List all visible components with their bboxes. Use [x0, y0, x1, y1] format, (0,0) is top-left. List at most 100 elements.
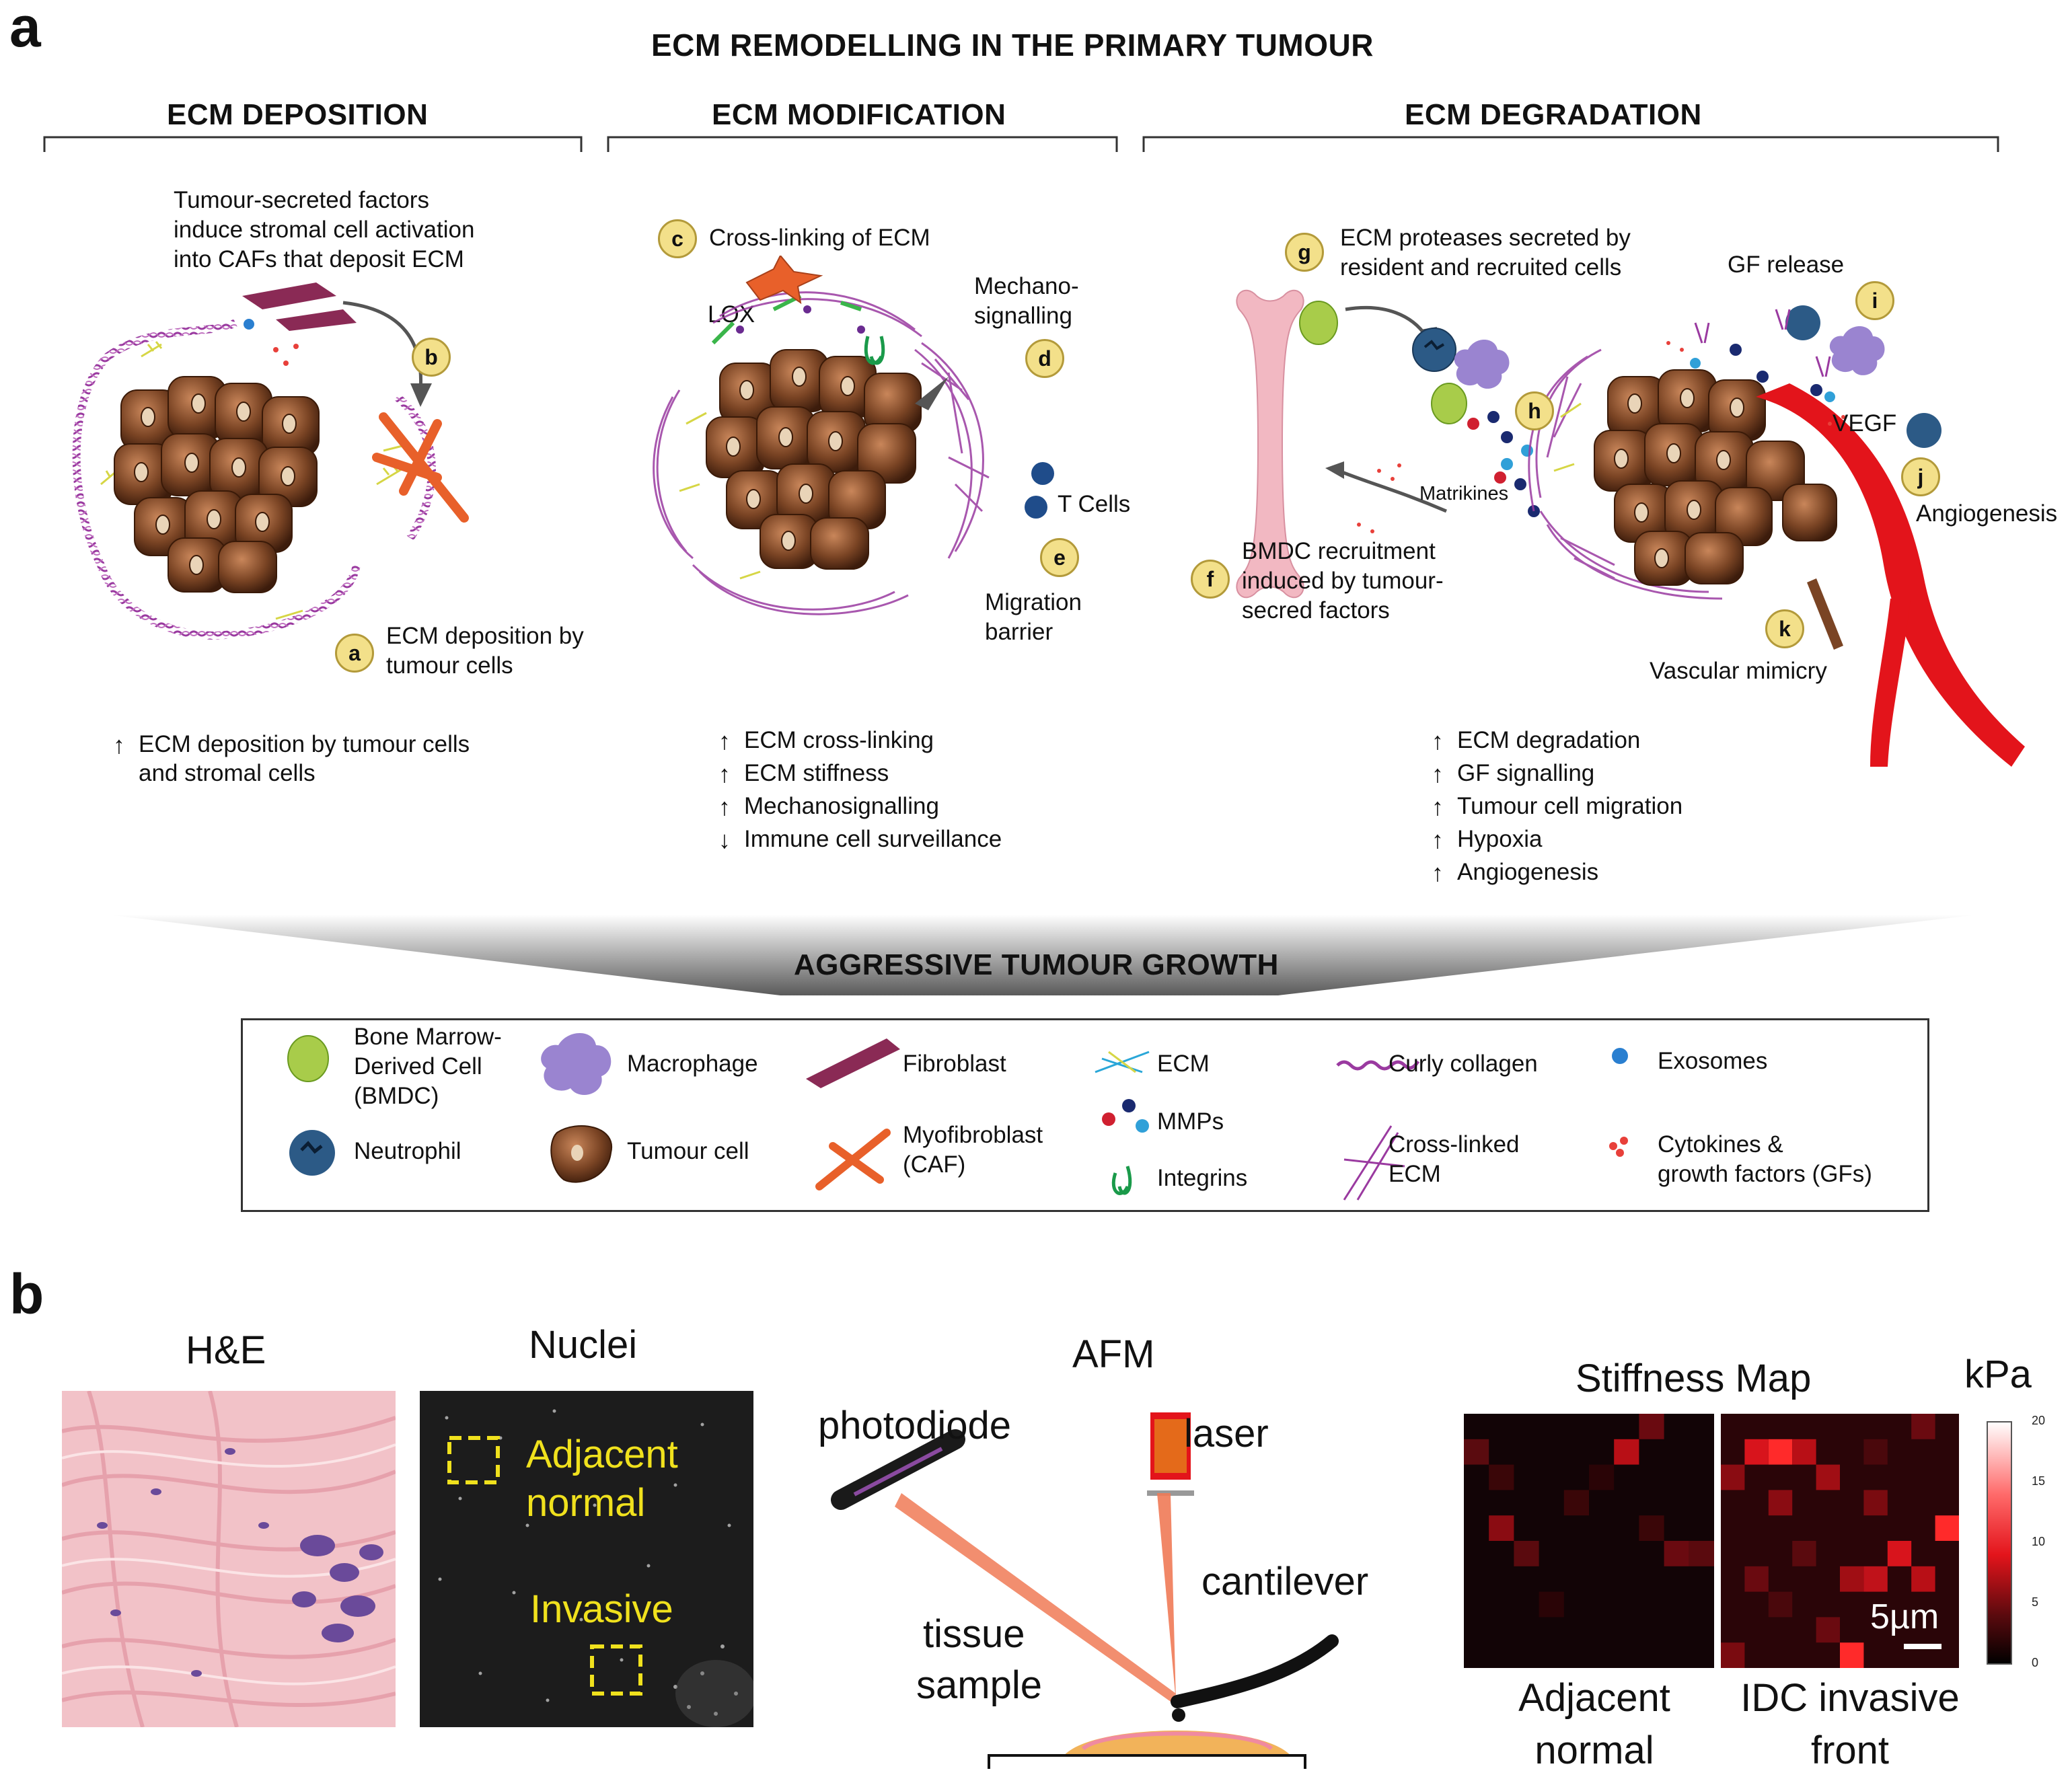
t-cells-label: T Cells	[1058, 491, 1131, 517]
growth-banner-shape	[108, 915, 1978, 995]
legend-item: Neutrophil	[354, 1138, 461, 1164]
page-title: ECM REMODELLING IN THE PRIMARY TUMOUR	[651, 28, 1374, 63]
tumour-cell-icon	[550, 1125, 613, 1183]
effect-item: ↑ECM degradation	[1432, 724, 1682, 757]
he-title: H&E	[186, 1328, 266, 1372]
up-arrow-icon: ↑	[718, 793, 731, 821]
legend-item: Exosomes	[1658, 1048, 1768, 1074]
deposition-header: ECM DEPOSITION	[167, 98, 429, 131]
degradation-effects: ↑ECM degradation ↑GF signalling ↑Tumour …	[1432, 724, 1682, 888]
legend-item: Curly collagen	[1389, 1051, 1538, 1077]
legend-box	[241, 1018, 1929, 1212]
myofibroblast-icon	[815, 1129, 891, 1190]
legend-item: Tumour cell	[627, 1138, 749, 1164]
panel-letter-a: a	[9, 0, 41, 59]
legend-item: Bone Marrow-Derived Cell(BMDC)	[354, 1024, 502, 1109]
colorbar-tick: 10	[2032, 1535, 2046, 1548]
badge-g: g	[1285, 233, 1324, 272]
vegf-label: VEGF	[1833, 410, 1897, 437]
modification-illustration	[653, 256, 990, 615]
up-arrow-icon: ↑	[113, 731, 125, 759]
deposition-caption: Tumour-secreted factors induce stromal c…	[174, 187, 475, 272]
cytokines-icon	[1609, 1137, 1628, 1157]
degradation-header: ECM DEGRADATION	[1405, 98, 1702, 131]
label-c: Cross-linking of ECM	[709, 225, 930, 251]
colorbar-tick: 20	[2032, 1414, 2046, 1427]
ecm-icon	[1095, 1051, 1150, 1073]
unit-label: kPa	[1964, 1353, 2032, 1396]
legend-item: Fibroblast	[903, 1051, 1006, 1077]
colorbar-tick: 15	[2032, 1474, 2046, 1488]
label-g: ECM proteases secreted by resident and r…	[1340, 225, 1631, 280]
badge-b: b	[412, 338, 451, 377]
tissue-sample-label: tissue sample	[916, 1612, 1042, 1707]
afm-title: AFM	[1072, 1332, 1155, 1376]
legend-icons	[287, 1033, 1628, 1201]
badge-a: a	[335, 634, 374, 673]
mmps-icon	[1102, 1099, 1149, 1133]
up-arrow-icon: ↑	[1432, 793, 1444, 821]
legend-item: MMPs	[1157, 1108, 1224, 1135]
effect-item: ↑ECM stiffness	[718, 757, 1002, 790]
degradation-illustration	[1236, 289, 2025, 767]
cross-linked-ecm-icon	[1343, 1125, 1405, 1201]
effect-item: ↑GF signalling	[1432, 757, 1682, 790]
he-image	[62, 1391, 396, 1727]
matrikines-label: Matrikines	[1419, 483, 1509, 504]
normal-label: normal	[526, 1481, 646, 1525]
legend-item: Macrophage	[627, 1051, 758, 1077]
integrins-icon	[1111, 1166, 1132, 1195]
colorbar	[1987, 1421, 2012, 1665]
deposition-illustration	[72, 282, 469, 640]
up-arrow-icon: ↑	[1432, 826, 1444, 853]
label-j: Angiogenesis	[1916, 500, 2058, 527]
fibroblast-icon	[806, 1038, 900, 1088]
up-arrow-icon: ↑	[1432, 727, 1444, 755]
badge-d: d	[1025, 339, 1064, 378]
legend-item: Integrins	[1157, 1165, 1248, 1191]
up-arrow-icon: ↑	[1432, 859, 1444, 886]
stiffness-map-invasive	[1721, 1414, 1959, 1668]
label-a: ECM deposition by tumour cells	[386, 623, 584, 679]
curly-collagen-icon	[1336, 1060, 1420, 1071]
label-f: BMDC recruitment induced by tumour- secr…	[1242, 538, 1444, 623]
growth-banner: AGGRESSIVE TUMOUR GROWTH	[794, 948, 1279, 981]
photodiode-label: photodiode	[818, 1404, 1012, 1447]
bmdc-icon	[287, 1035, 329, 1082]
effect-item: ↑Hypoxia	[1432, 823, 1682, 856]
legend-item: Myofibroblast(CAF)	[903, 1122, 1043, 1178]
legend-item: Cytokines &growth factors (GFs)	[1658, 1131, 1872, 1187]
badge-e: e	[1040, 538, 1079, 577]
colorbar-tick: 0	[2032, 1656, 2039, 1669]
effect-item: ↑ECM deposition by tumour cells	[113, 728, 470, 761]
effect-item: ↑Angiogenesis	[1432, 856, 1682, 888]
t-cells	[1025, 462, 1054, 519]
badge-k: k	[1765, 609, 1804, 648]
macrophage-icon	[541, 1033, 612, 1096]
afm-diagram	[831, 1412, 1339, 1769]
badge-j: j	[1901, 457, 1940, 496]
stiffness-map-title: Stiffness Map	[1576, 1357, 1812, 1400]
legend-item: ECM	[1157, 1051, 1210, 1077]
down-arrow-icon: ↓	[718, 826, 731, 853]
invasive-label: Invasive	[530, 1587, 673, 1631]
badge-f: f	[1191, 560, 1230, 599]
badge-i: i	[1855, 281, 1894, 320]
colorbar-tick: 5	[2032, 1595, 2039, 1609]
exosomes-icon	[1612, 1048, 1628, 1064]
adjacent-label: Adjacent	[526, 1433, 678, 1476]
section-brackets	[43, 136, 1999, 152]
cantilever-label: cantilever	[1201, 1560, 1369, 1603]
stiffness-map-adjacent	[1464, 1414, 1714, 1668]
modification-effects: ↑ECM cross-linking ↑ECM stiffness ↑Mecha…	[718, 724, 1002, 856]
up-arrow-icon: ↑	[718, 760, 731, 788]
effect-item: ↑Tumour cell migration	[1432, 790, 1682, 823]
nuclei-image	[420, 1391, 753, 1727]
gf-release-label: GF release	[1728, 252, 1845, 278]
laser-label: laser	[1184, 1412, 1269, 1455]
scalebar-label: 5µm	[1870, 1597, 1939, 1636]
neutrophil-icon	[289, 1130, 335, 1176]
effect-item: ↑Mechanosignalling	[718, 790, 1002, 823]
badge-h: h	[1515, 391, 1554, 430]
nuclei-title: Nuclei	[529, 1323, 638, 1367]
